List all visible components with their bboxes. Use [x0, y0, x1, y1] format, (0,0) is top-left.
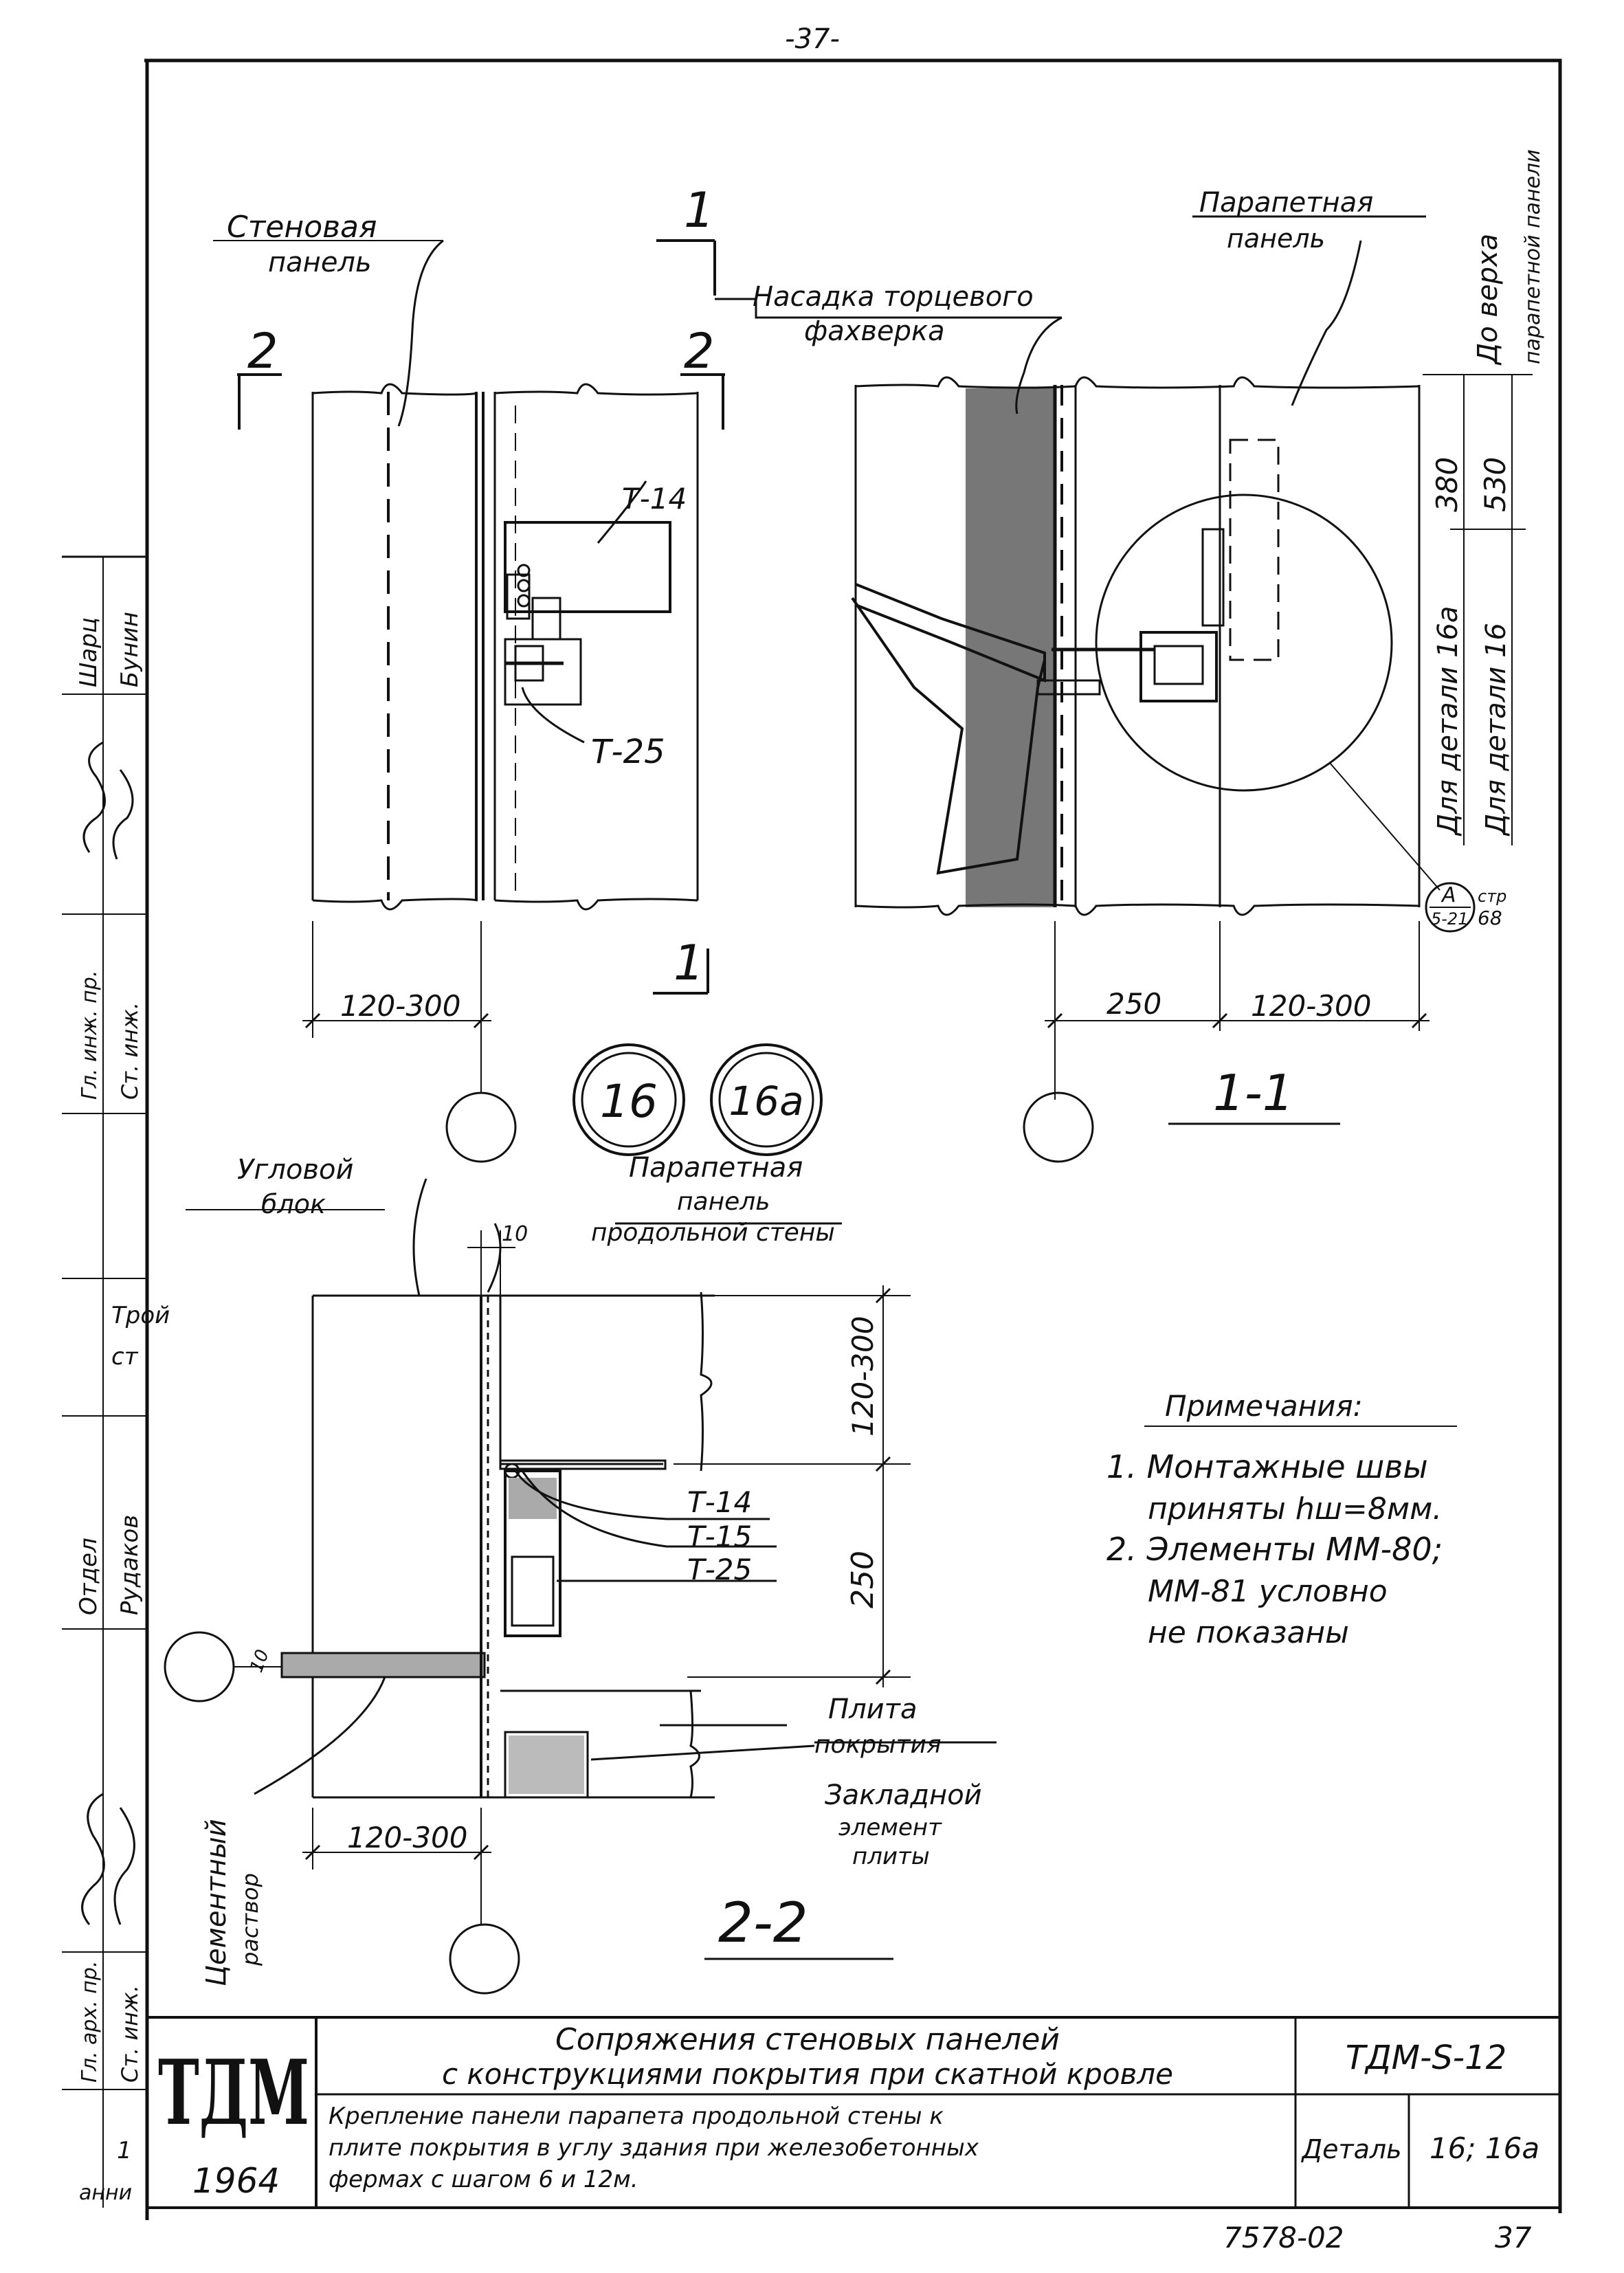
stamp-role-0: Шарц	[75, 617, 102, 687]
stamp-role-2: Трой	[111, 1302, 170, 1329]
dim-530: 530	[1478, 457, 1512, 512]
footer-page: 37	[1495, 2221, 1532, 2254]
sheet-frame	[144, 58, 1562, 2220]
label-wall-panel-2: панель	[268, 247, 372, 278]
stamp-role-4: Ст. инж.	[117, 1985, 143, 2083]
sub-line-3: фермах с шагом 6 и 12м.	[329, 2166, 638, 2193]
stamp-name-0: Бунин	[116, 612, 144, 687]
dim-120-300-d: 120-300	[347, 1821, 468, 1854]
label-embedded-2: элемент	[838, 1814, 942, 1841]
part-t15: Т-15	[687, 1520, 752, 1553]
detail-label-16a: 16а	[728, 1078, 803, 1124]
part-t25-b: Т-25	[687, 1553, 752, 1586]
title-line-2: с конструкциями покрытия при скатной кро…	[442, 2057, 1173, 2091]
stamp-role-1: Ст. инж.	[117, 1002, 143, 1100]
footer-inventory: 7578-02	[1223, 2221, 1344, 2254]
label-roof-slab-1: Плита	[828, 1694, 917, 1725]
title-line-1: Сопряжения стеновых панелей	[555, 2022, 1060, 2057]
section-title-2-2: 2-2	[718, 1891, 808, 1955]
detail-value: 16; 16а	[1430, 2131, 1539, 2165]
section-1-1	[715, 215, 1533, 1163]
detail-circle-16	[572, 1043, 685, 1156]
label-embedded-3: плиты	[852, 1843, 930, 1870]
note-line-2: приняты hш=8мм.	[1148, 1492, 1442, 1527]
page-number-top: -37-	[785, 23, 840, 55]
sub-line-1: Крепление панели парапета продольной сте…	[329, 2103, 944, 2130]
section-title-1-1: 1-1	[1213, 1064, 1294, 1122]
sub-line-2: плите покрытия в углу здания при железоб…	[329, 2134, 979, 2162]
note-line-4: ММ-81 условно	[1148, 1574, 1388, 1609]
stamp-name-3: Рудаков	[116, 1515, 144, 1615]
label-parapet-panel-1: Парапетная	[1199, 187, 1373, 219]
dim-10-b: 10	[246, 1647, 274, 1675]
dim-380: 380	[1430, 457, 1464, 512]
label-parapet-panel-2: панель	[1227, 223, 1325, 254]
cut-2-right: 2	[684, 323, 715, 379]
detail-circle-16a	[710, 1043, 823, 1156]
fachwerk-nozzle-hatch	[966, 388, 1055, 907]
label-end-nozzle-2: фахверка	[804, 315, 945, 347]
note-line-1: 1. Монтажные швы	[1106, 1448, 1428, 1485]
stamp-role-5: 1	[117, 2137, 132, 2164]
cut-2-left: 2	[247, 323, 278, 379]
label-cement-mortar-2: раствор	[237, 1873, 263, 1966]
logo-tdm: ТДМ	[158, 2040, 309, 2145]
detail-label-16: 16	[600, 1075, 658, 1128]
stamp-role-3: Отдел	[75, 1538, 102, 1615]
note-top-of-2: парапетной панели	[1521, 149, 1545, 364]
stamp-name-1: Гл. инж. пр.	[78, 971, 102, 1100]
dim-120-300-c: 120-300	[846, 1316, 880, 1437]
stamp-name-4: Гл. арх. пр.	[78, 1961, 102, 2083]
title-year: 1964	[192, 2161, 280, 2201]
part-t14-b: Т-14	[687, 1485, 752, 1519]
cut-1-bottom: 1	[674, 935, 704, 991]
ref-page-label: стр	[1478, 887, 1506, 906]
label-wall-panel-1: Стеновая	[227, 210, 377, 245]
label-end-nozzle-1: Насадка торцевого	[753, 281, 1034, 313]
label-parapet-long-3: продольной стены	[591, 1219, 835, 1247]
ref-letter: А	[1441, 883, 1456, 907]
label-embedded-1: Закладной	[825, 1779, 982, 1811]
part-t25-a: Т-25	[591, 733, 665, 771]
note-top-of-1: До верха	[1472, 234, 1504, 366]
label-corner-block-1: Угловой	[237, 1154, 353, 1186]
label-roof-slab-2: покрытия	[814, 1731, 942, 1759]
ref-page: 68	[1478, 907, 1502, 929]
title-block: ТДМ 1964 Сопряжения стеновых панелей с к…	[147, 2016, 1560, 2208]
dim-250-a: 250	[1106, 987, 1161, 1021]
detail-label: Деталь	[1300, 2134, 1401, 2164]
label-cement-mortar-1: Цементный	[201, 1819, 232, 1986]
stamp-name-5: анни	[79, 2181, 132, 2205]
section-2-2	[164, 1178, 997, 1995]
dim-250-b: 250	[845, 1551, 880, 1608]
signature-2	[81, 1793, 135, 1925]
notes-title: Примечания:	[1165, 1389, 1363, 1423]
label-parapet-long-2: панель	[677, 1188, 770, 1216]
part-t14-a: Т-14	[622, 482, 687, 515]
ref-sheet: 5-21	[1431, 909, 1468, 929]
title-code: ТДМ-S-12	[1346, 2039, 1506, 2077]
stamp-name-2: ст	[111, 1343, 139, 1371]
note-for-16: Для детали 16	[1480, 623, 1512, 836]
cut-1-top: 1	[684, 182, 715, 239]
side-stamp: Шарц Бунин Ст. инж. Гл. инж. пр. Трой ст…	[62, 555, 170, 2208]
note-for-16a: Для детали 16а	[1432, 606, 1464, 836]
note-line-3: 2. Элементы ММ-80;	[1106, 1531, 1443, 1568]
notes-block: Примечания: 1. Монтажные швы приняты hш=…	[1106, 1389, 1457, 1650]
note-line-5: не показаны	[1148, 1615, 1349, 1650]
dim-120-300-a: 120-300	[340, 989, 461, 1023]
dim-10-a: 10	[502, 1222, 528, 1246]
elevation-left	[213, 239, 725, 1163]
label-corner-block-2: блок	[261, 1189, 326, 1219]
signature-1	[82, 741, 134, 860]
dim-120-300-b: 120-300	[1251, 989, 1372, 1023]
label-parapet-long-1: Парапетная	[629, 1152, 803, 1184]
